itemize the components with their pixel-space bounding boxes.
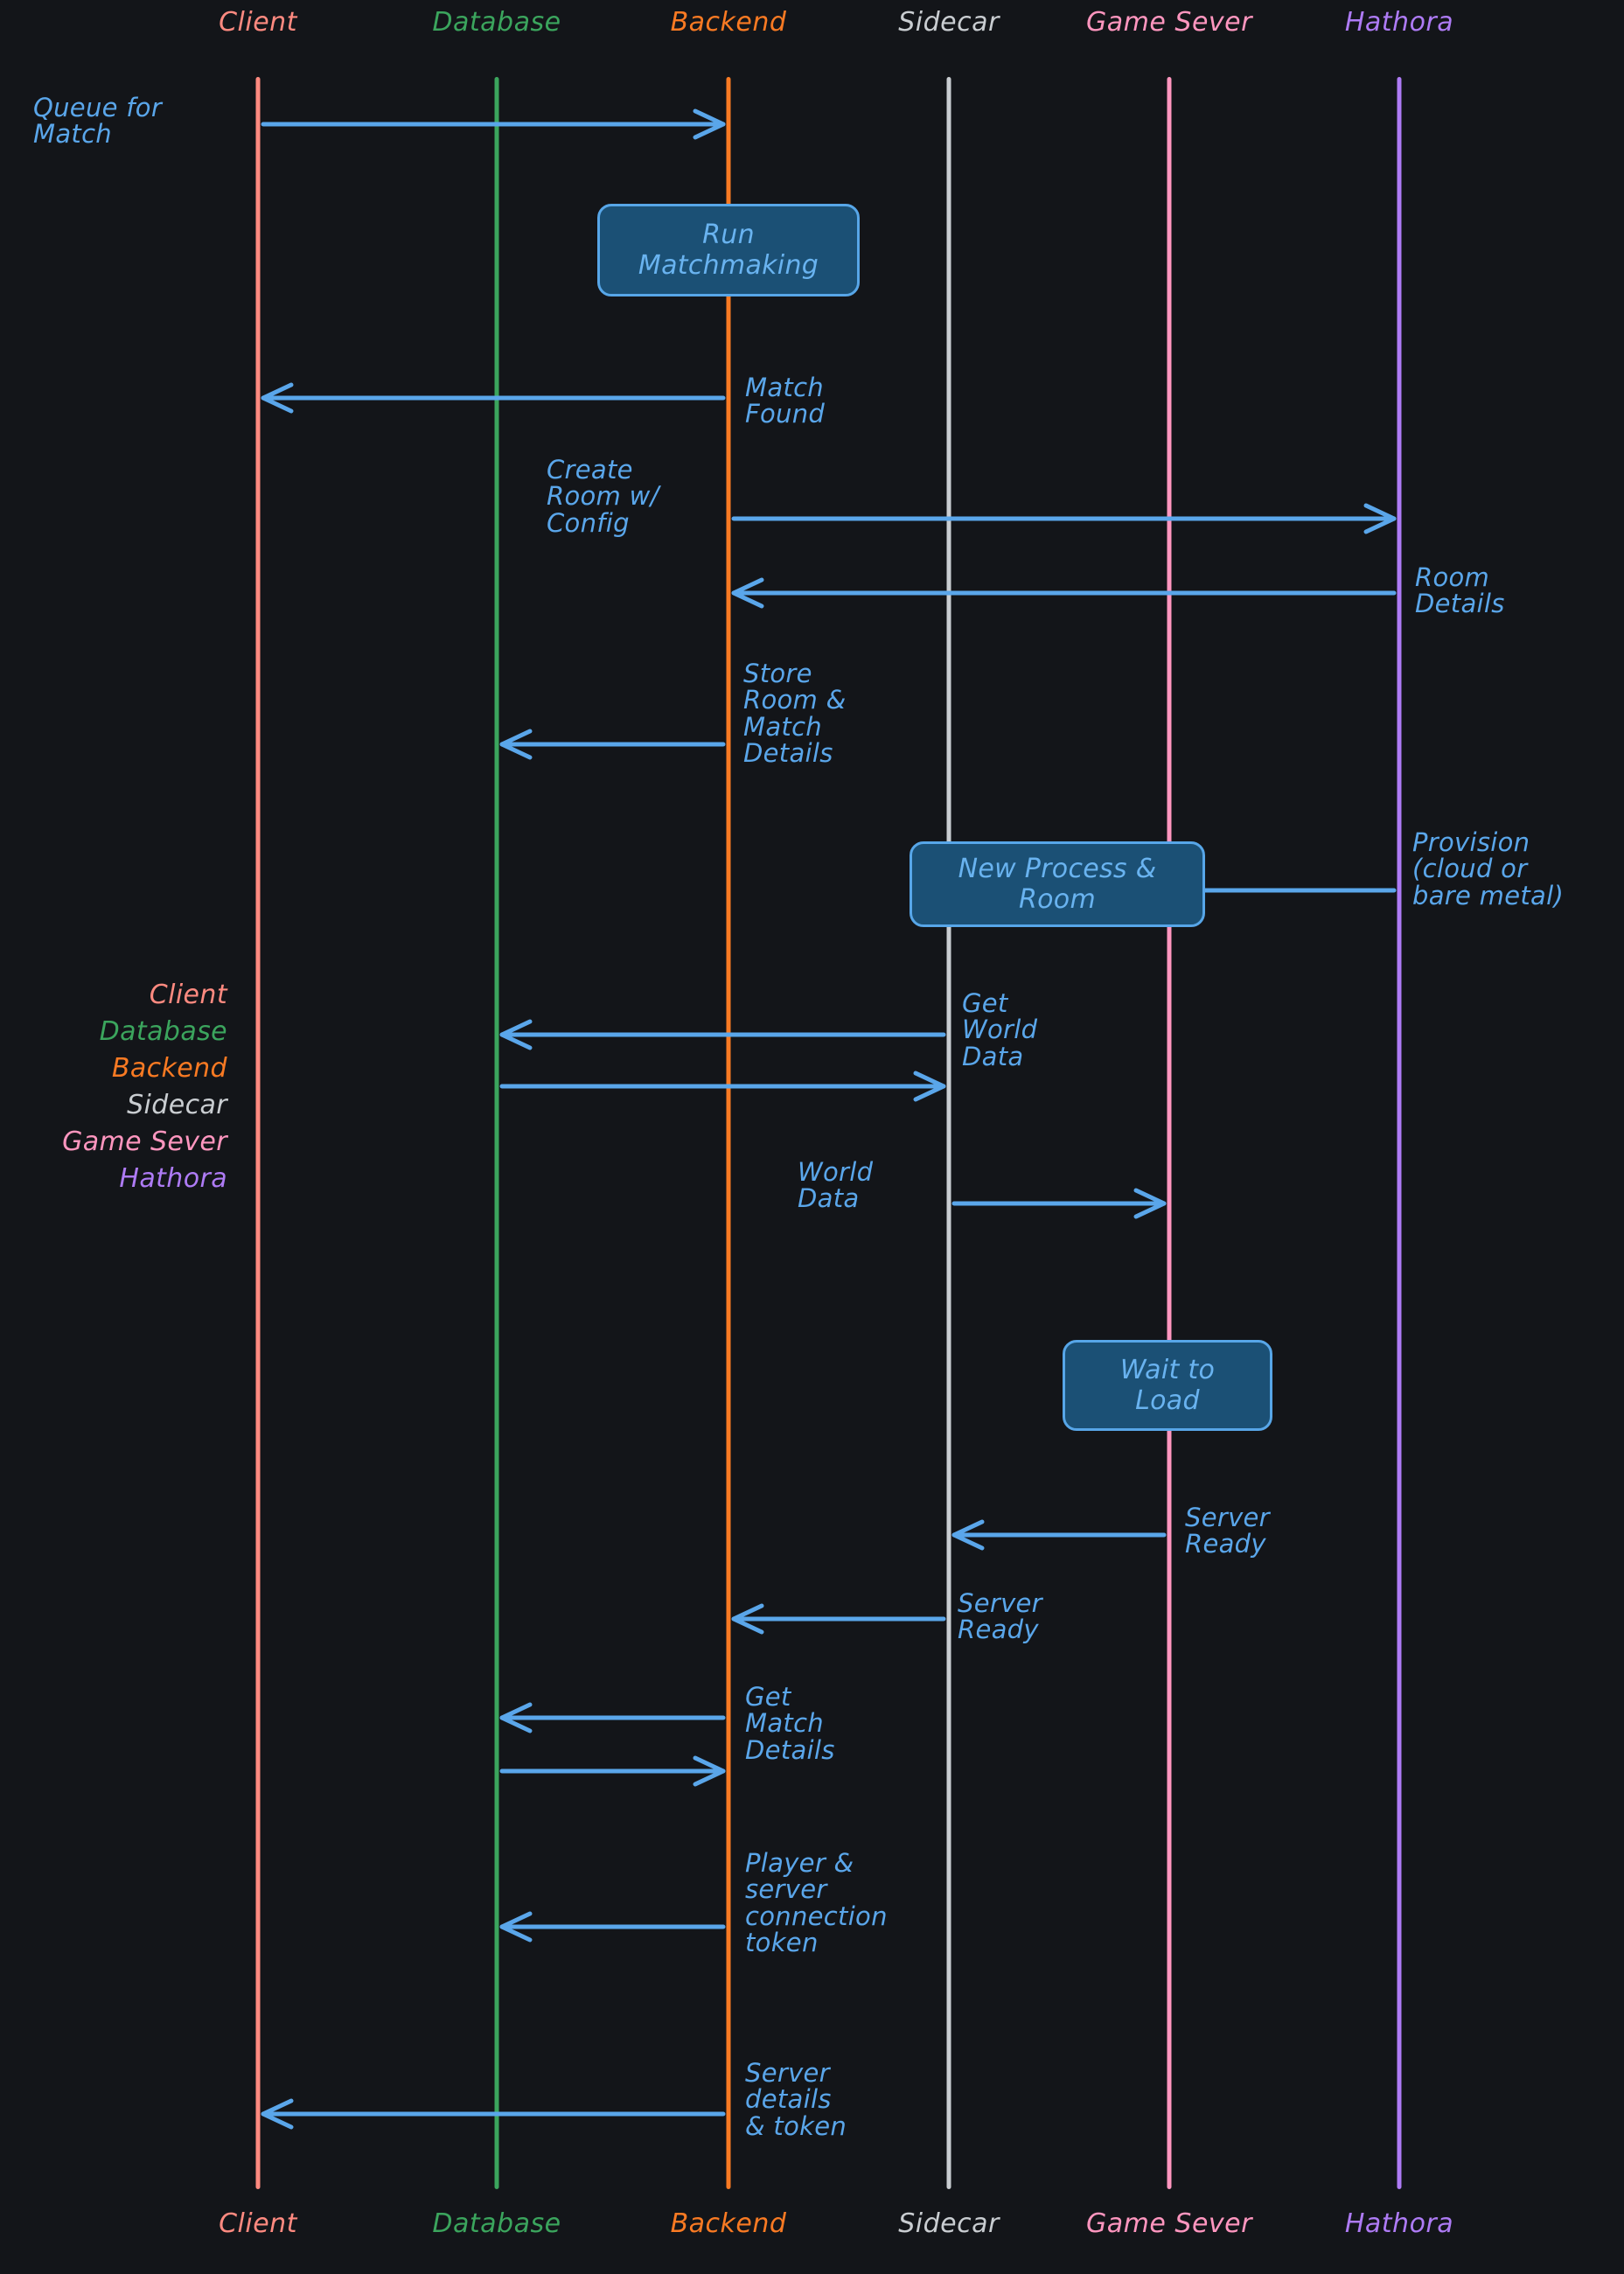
message-label-m15: Server details & token bbox=[745, 2058, 847, 2141]
message-label-m9: World Data bbox=[798, 1157, 874, 1214]
legend-item-database: Database bbox=[99, 1016, 227, 1047]
legend-item-backend: Backend bbox=[111, 1053, 227, 1084]
lifeline-backend bbox=[726, 77, 731, 2189]
legend-item-sidecar: Sidecar bbox=[127, 1090, 227, 1120]
participant-header-label-database: Database bbox=[432, 7, 561, 38]
message-arrow-m2 bbox=[261, 382, 726, 414]
note-box-n2[interactable]: New Process & Room bbox=[910, 841, 1205, 927]
message-arrow-m13 bbox=[499, 1755, 726, 1787]
message-arrow-m5 bbox=[499, 729, 726, 760]
message-arrow-m9 bbox=[951, 1188, 1167, 1219]
message-label-m7: Get World Data bbox=[962, 988, 1038, 1071]
message-label-m11: Server Ready bbox=[958, 1588, 1042, 1645]
lifeline-database bbox=[494, 77, 499, 2189]
message-label-m14: Player & server connection token bbox=[745, 1848, 888, 1958]
message-arrow-m7 bbox=[499, 1019, 946, 1050]
message-label-m6: Provision (cloud or bare metal) bbox=[1412, 827, 1565, 910]
message-label-m10: Server Ready bbox=[1185, 1503, 1270, 1559]
lifeline-sidecar bbox=[946, 77, 951, 2189]
message-label-m5: Store Room & Match Details bbox=[743, 659, 847, 769]
participant-footer-label-hathora: Hathora bbox=[1344, 2208, 1454, 2239]
note-box-n1[interactable]: Run Matchmaking bbox=[597, 204, 860, 296]
message-label-m12: Get Match Details bbox=[745, 1682, 835, 1765]
message-label-m1: Queue for Match bbox=[33, 93, 163, 150]
participant-header-label-backend: Backend bbox=[670, 7, 787, 38]
participant-footer-label-game-sever: Game Sever bbox=[1086, 2208, 1252, 2239]
participant-header-label-game-sever: Game Sever bbox=[1086, 7, 1252, 38]
message-label-m3: Create Room w/ Config bbox=[547, 455, 659, 538]
participant-footer-label-client: Client bbox=[219, 2208, 297, 2239]
message-arrow-m8 bbox=[499, 1071, 946, 1102]
participant-footer-label-database: Database bbox=[432, 2208, 561, 2239]
message-arrow-m14 bbox=[499, 1911, 726, 1943]
message-arrow-m12 bbox=[499, 1702, 726, 1733]
message-arrow-m4 bbox=[731, 577, 1397, 609]
lifeline-game-sever bbox=[1167, 77, 1172, 2189]
message-arrow-m15 bbox=[261, 2098, 726, 2130]
lifeline-hathora bbox=[1397, 77, 1402, 2189]
participant-header-label-client: Client bbox=[219, 7, 297, 38]
legend-item-game-sever: Game Sever bbox=[62, 1127, 227, 1157]
message-arrow-m10 bbox=[951, 1519, 1167, 1551]
lifeline-client bbox=[255, 77, 261, 2189]
participant-footer-label-sidecar: Sidecar bbox=[898, 2208, 1000, 2239]
message-arrow-m1 bbox=[261, 108, 726, 140]
message-arrow-m3 bbox=[731, 503, 1397, 534]
legend-item-hathora: Hathora bbox=[119, 1163, 227, 1194]
participant-header-label-sidecar: Sidecar bbox=[898, 7, 1000, 38]
note-box-n3[interactable]: Wait to Load bbox=[1063, 1340, 1272, 1431]
legend-item-client: Client bbox=[149, 980, 227, 1010]
message-label-m2: Match Found bbox=[745, 373, 826, 429]
participant-footer-label-backend: Backend bbox=[670, 2208, 787, 2239]
message-arrow-m11 bbox=[731, 1603, 946, 1635]
message-label-m4: Room Details bbox=[1415, 562, 1505, 619]
participant-header-label-hathora: Hathora bbox=[1344, 7, 1454, 38]
